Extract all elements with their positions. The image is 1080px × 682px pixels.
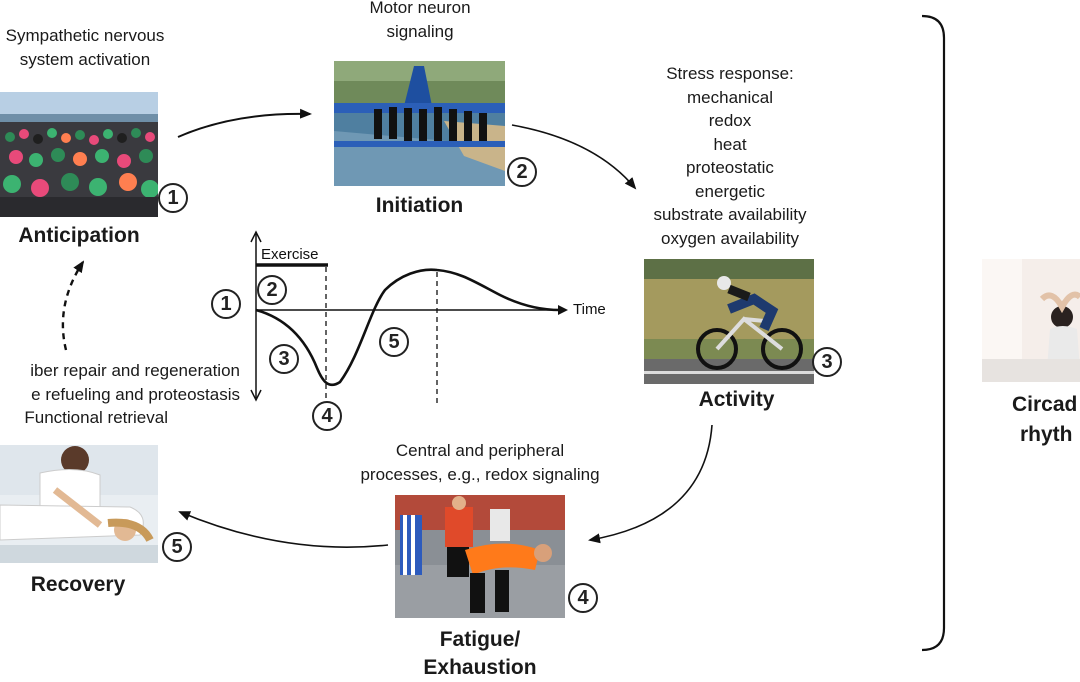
circadian-label-line: rhyth (1020, 423, 1073, 446)
response-curve (255, 268, 561, 387)
activity-note-line: energetic (695, 181, 765, 201)
arrow-initiation-to-activity (511, 124, 637, 190)
activity-note-line: heat (713, 134, 747, 154)
recovery-photo (0, 445, 158, 563)
fatigue-note-line: processes, e.g., redox signaling (360, 464, 600, 484)
recovery-note-line: iber repair and regeneration (30, 361, 240, 380)
anticipation-note-line: system activation (19, 49, 151, 69)
time-label: Time (573, 301, 606, 318)
circadian-photo (982, 259, 1080, 382)
fatigue-note-line: Central and peripheral (395, 441, 565, 460)
arrow-recovery-to-anticipation (61, 260, 85, 351)
anticipation-note: Sympathetic nervous system activation (0, 24, 175, 71)
fatigue-photo (395, 495, 565, 618)
initiation-note: Motor neuron signaling (330, 0, 510, 43)
arrow-anticipation-to-initiation (177, 108, 312, 138)
stage-number-2: 2 (507, 157, 537, 187)
curve-marker-4: 4 (312, 401, 342, 431)
circadian-label: Circad rhyth (1012, 390, 1080, 450)
recovery-label: Recovery (30, 573, 126, 596)
stage-number-5: 5 (162, 532, 192, 562)
activity-photo (644, 259, 814, 384)
anticipation-note-line: Sympathetic nervous (5, 26, 165, 45)
initiation-note-line: Motor neuron (369, 0, 471, 17)
stage-number-3: 3 (812, 347, 842, 377)
curve-marker-5: 5 (379, 327, 409, 357)
curve-marker-3: 3 (269, 344, 299, 374)
exercise-label: Exercise (261, 246, 319, 263)
stage-number-1: 1 (158, 183, 188, 213)
initiation-note-line: signaling (386, 21, 454, 41)
activity-note: Stress response: mechanical redox heat p… (628, 62, 832, 250)
activity-note-line: proteostatic (686, 158, 774, 177)
fatigue-label-line: Fatigue/ (439, 628, 521, 651)
activity-label: Activity (698, 388, 775, 411)
anticipation-label: Anticipation (18, 224, 140, 247)
initiation-label: Initiation (375, 194, 464, 217)
activity-note-line: oxygen availability (661, 228, 799, 248)
fatigue-label: Fatigue/ Exhaustion (380, 626, 580, 682)
fatigue-note: Central and peripheral processes, e.g., … (340, 439, 620, 486)
curve-marker-1: 1 (211, 289, 241, 319)
curve-marker-2: 2 (257, 275, 287, 305)
recovery-note: iber repair and regeneration e refueling… (0, 359, 240, 430)
recovery-note-line: e refueling and proteostasis (31, 384, 240, 404)
fatigue-label-line: Exhaustion (423, 656, 537, 679)
cycle-bracket (921, 14, 946, 652)
activity-note-line: substrate availability (653, 205, 807, 224)
activity-note-line: mechanical (687, 87, 773, 107)
recovery-note-line: Functional retrieval (24, 408, 168, 427)
anticipation-photo (0, 92, 158, 217)
arrow-fatigue-to-recovery (178, 511, 389, 548)
initiation-photo (334, 61, 505, 186)
stage-number-4: 4 (568, 583, 598, 613)
activity-note-line: redox (708, 111, 752, 130)
circadian-label-line: Circad (1012, 393, 1078, 416)
activity-note-line: Stress response: (666, 64, 794, 83)
arrow-activity-to-fatigue (588, 424, 713, 544)
